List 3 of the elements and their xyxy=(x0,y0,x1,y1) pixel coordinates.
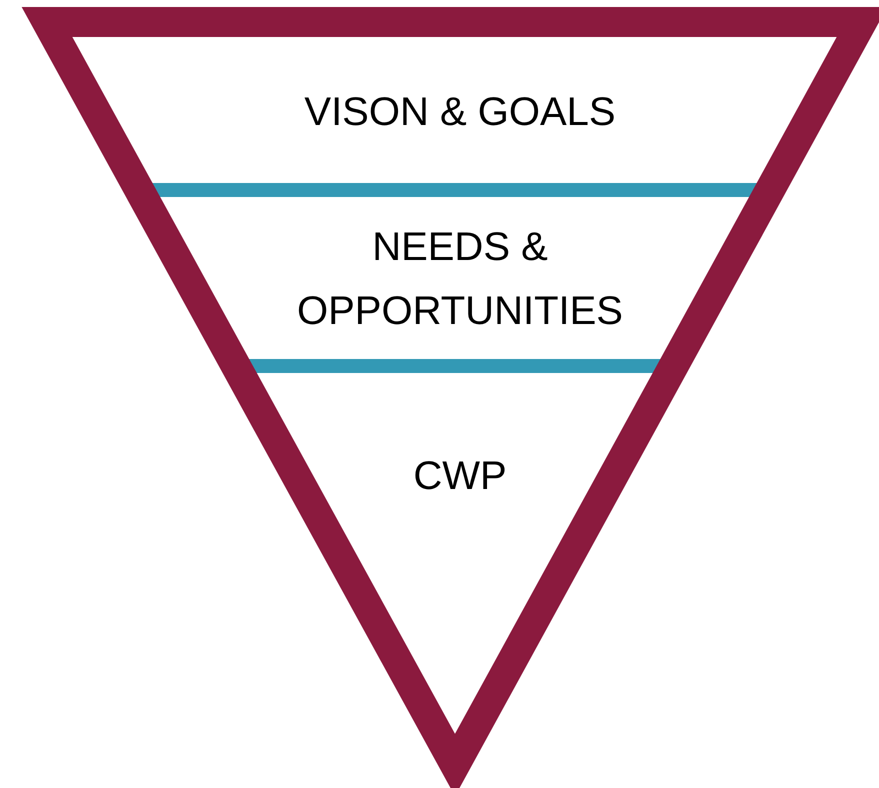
tier-label: VISON & GOALS xyxy=(250,80,670,144)
tier-label: CWP xyxy=(350,444,570,508)
tier-label: NEEDS & OPPORTUNITIES xyxy=(250,215,670,343)
